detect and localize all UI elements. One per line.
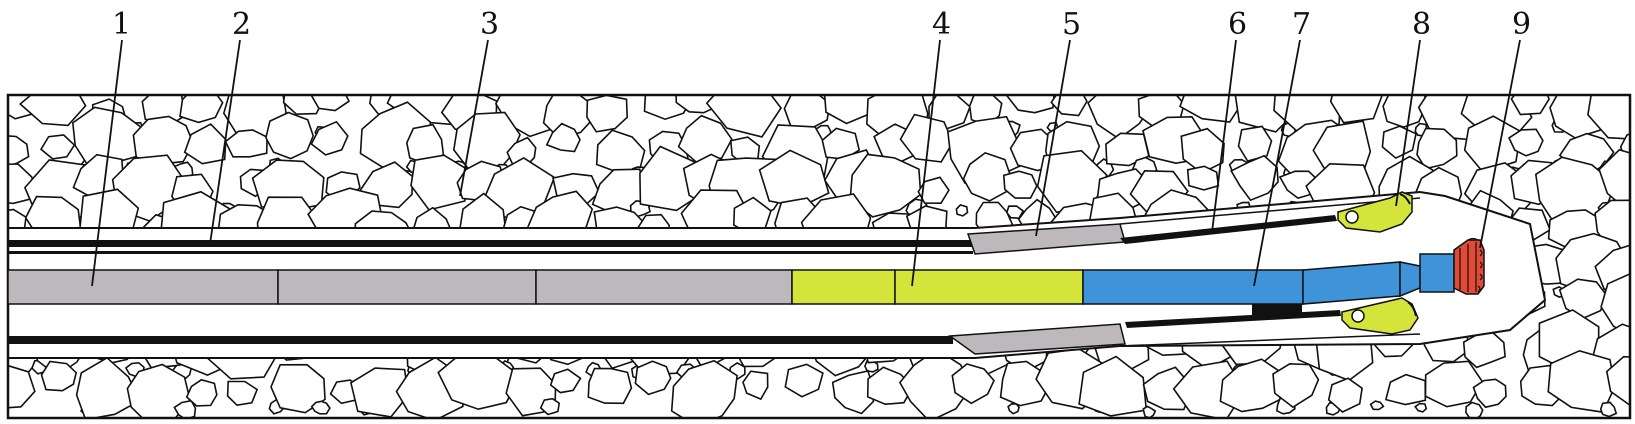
rock-stone — [185, 378, 218, 407]
callout-7: 7 — [1292, 7, 1311, 42]
rock-stone — [310, 400, 331, 415]
rock-stone — [18, 95, 87, 127]
callout-labels: 1 2 3 4 5 6 7 8 9 — [112, 7, 1531, 42]
rock-stone — [8, 364, 36, 409]
rock-stone — [586, 95, 629, 133]
rock-stone — [75, 356, 141, 418]
rock-stone — [226, 380, 259, 407]
callout-9: 9 — [1512, 7, 1531, 42]
rock-stone — [132, 115, 195, 165]
rock-stone — [784, 363, 824, 398]
rock-stone — [310, 95, 351, 112]
callout-6: 6 — [1228, 7, 1247, 42]
rock-stone — [39, 134, 76, 160]
leader-1 — [91, 39, 123, 287]
rock-stone — [405, 123, 445, 166]
leader-2 — [209, 39, 241, 245]
drill-head — [1082, 253, 1455, 318]
rock-stone — [1472, 378, 1507, 409]
leader-7 — [1253, 39, 1301, 287]
rock-stone — [1002, 170, 1038, 199]
rock-stone — [40, 360, 78, 392]
callout-5: 5 — [1062, 7, 1081, 42]
rock-stone — [8, 135, 30, 167]
rock-stone — [1329, 95, 1384, 124]
rock-stone — [179, 95, 224, 124]
rock-stone — [1186, 165, 1220, 191]
rock-stone — [634, 360, 672, 396]
rock-stone — [675, 95, 719, 114]
rock-stone — [1005, 95, 1055, 114]
rock-stone — [951, 363, 995, 405]
sleeve-outline — [1119, 197, 1421, 347]
rock-stone — [1416, 127, 1458, 170]
rock-stone — [587, 367, 633, 405]
leader-9 — [1479, 39, 1521, 249]
rock-stone — [1219, 358, 1286, 413]
rock-stone — [1142, 405, 1157, 418]
rock-stone — [545, 122, 581, 153]
callout-2: 2 — [232, 7, 251, 42]
rock-stone — [955, 203, 969, 217]
leader-3 — [459, 39, 489, 197]
drill-bit — [1453, 237, 1485, 295]
rock-stone — [224, 129, 268, 158]
rock-stone — [265, 111, 315, 160]
rock-stone — [1507, 128, 1544, 157]
rock-stone — [549, 368, 582, 394]
rock-stone — [705, 95, 782, 138]
guide-sleeve — [947, 223, 1126, 355]
rock-stone — [1381, 125, 1417, 160]
rock-stone — [1369, 400, 1385, 411]
rock-stone — [539, 397, 561, 416]
rock-stone — [742, 370, 769, 401]
rock-stone — [821, 127, 861, 160]
callout-4: 4 — [932, 7, 951, 42]
rock-stone — [670, 359, 738, 418]
rock-stone — [310, 120, 349, 156]
rock-stone — [1605, 355, 1630, 406]
rock-stone — [1424, 360, 1484, 408]
rock-stone — [917, 176, 950, 205]
rock-stone — [866, 366, 914, 406]
rock-stone — [1230, 154, 1279, 202]
rock-stone — [999, 360, 1052, 407]
rock-stone — [1382, 95, 1426, 128]
rock-stone — [1414, 402, 1428, 413]
callout-1: 1 — [112, 7, 131, 42]
drill-rod-string — [7, 269, 793, 305]
rock-stone — [962, 152, 1012, 202]
leader-5 — [1035, 39, 1071, 237]
impactor — [791, 269, 1084, 305]
rock-stone — [1142, 366, 1191, 411]
section-frame — [6, 93, 1632, 420]
rock-stone — [1272, 362, 1320, 409]
reamer-wings — [1337, 191, 1419, 335]
rock-stone — [1036, 149, 1108, 214]
callout-3: 3 — [480, 7, 499, 42]
rock-stone — [270, 363, 326, 414]
rock-stone — [1558, 278, 1608, 320]
rock-stone — [1510, 95, 1550, 116]
leader-6 — [1211, 39, 1237, 233]
rock-stone — [1599, 401, 1618, 418]
rock-stone — [126, 363, 191, 418]
rock-stone — [849, 153, 922, 218]
casing-pipe — [8, 240, 973, 344]
rock-stone — [595, 129, 646, 173]
callout-8: 8 — [1412, 7, 1431, 42]
rock-stone — [1327, 377, 1363, 413]
rock-stone — [1237, 125, 1273, 162]
rock-stone — [1007, 402, 1020, 415]
leader-lines — [91, 39, 1521, 287]
leader-4 — [911, 39, 941, 287]
rock-stone — [1087, 95, 1155, 140]
leader-8 — [1395, 39, 1421, 207]
